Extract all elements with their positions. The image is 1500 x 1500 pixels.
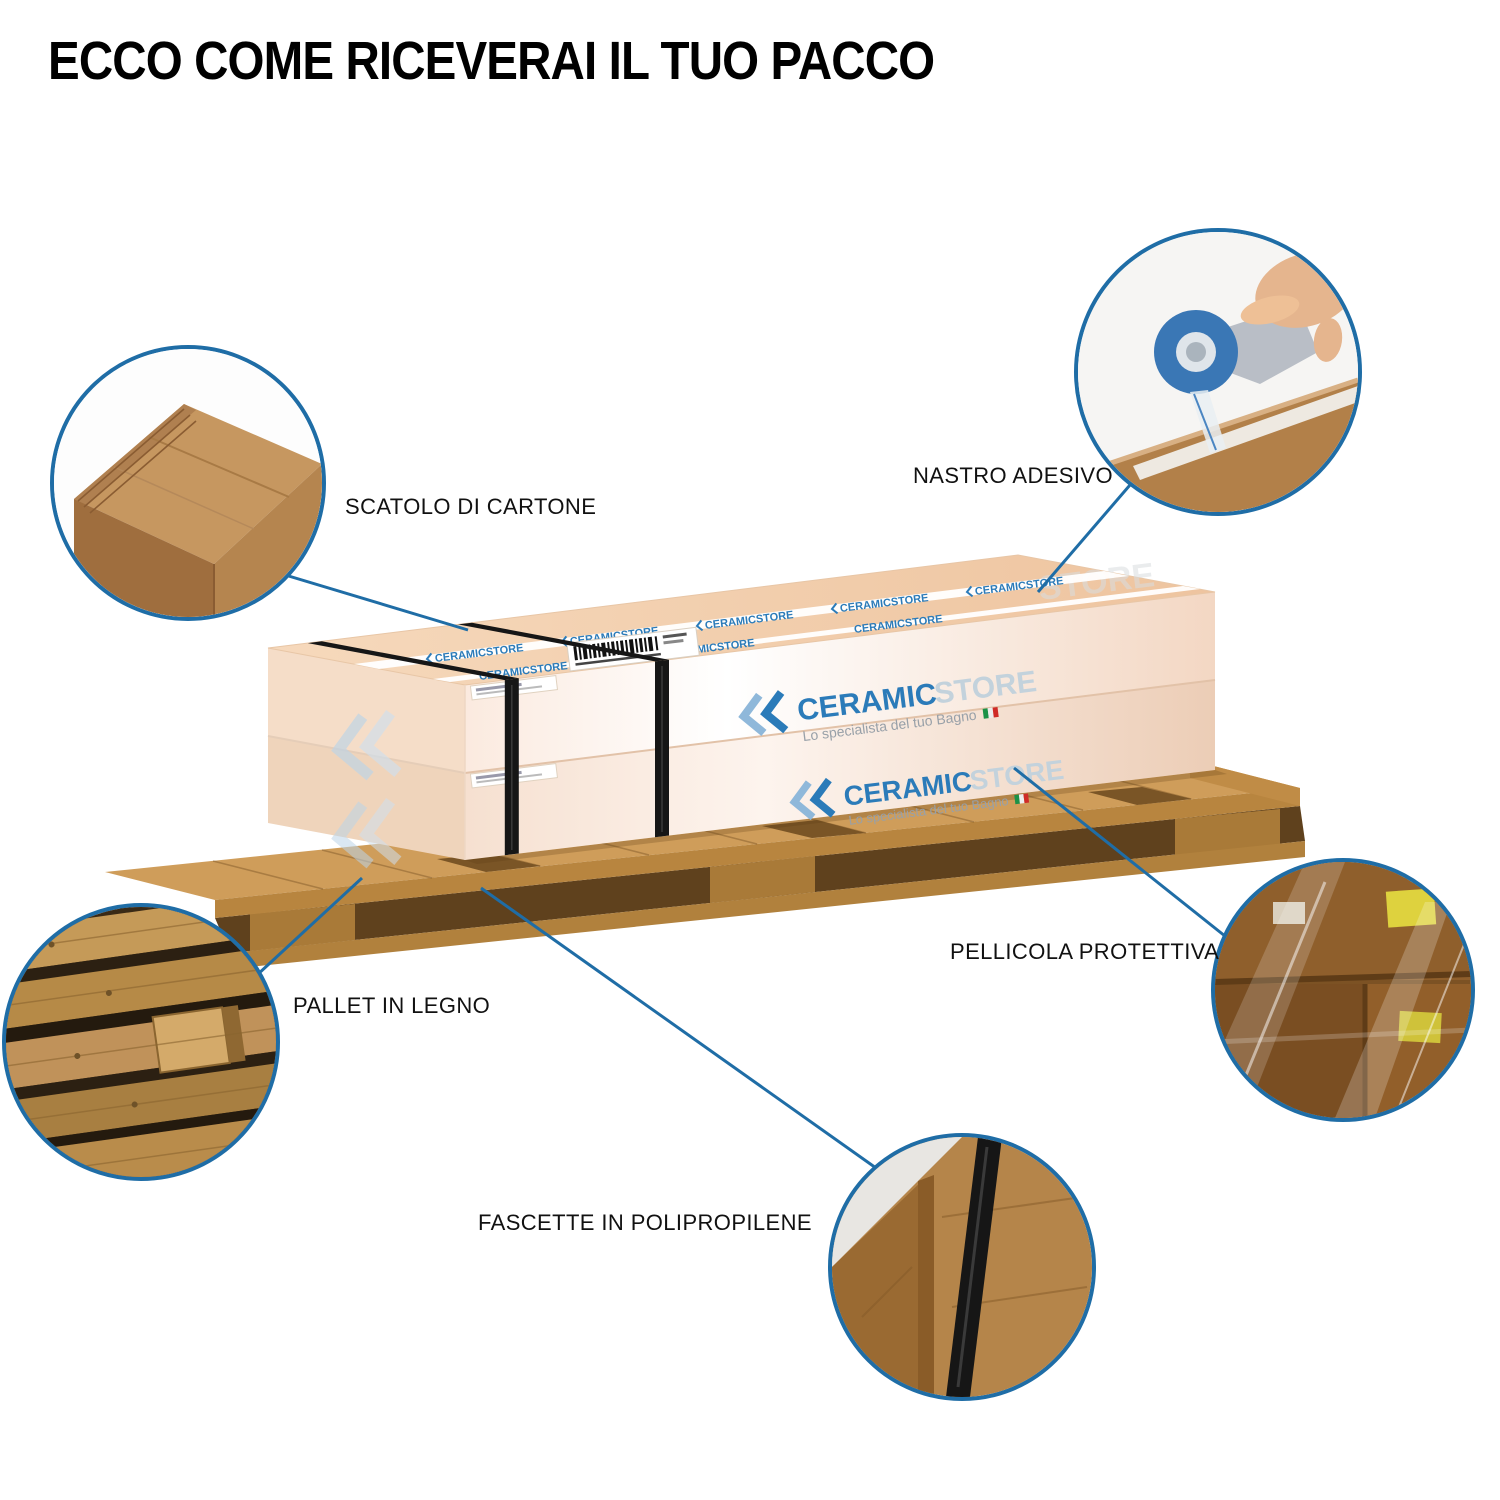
label-cardboard-box: SCATOLO DI CARTONE [345,494,597,519]
pallet-slot [762,820,866,838]
box-seam-front [464,679,1216,774]
label-wooden-pallet: PALLET IN LEGNO [293,993,491,1018]
straps [307,622,669,856]
brand-chevron-icon [760,690,789,734]
box-front-face-lower [465,680,1215,860]
package-illustration: STORE CERAMICSTORE CERAMICSTORE CERAMICS… [105,554,1305,969]
pallet-photo-art [6,907,276,1177]
photo-cardboard-box [50,345,326,621]
box-end-face-upper [268,648,465,773]
label-polypropylene-straps: FASCETTE IN POLIPROPILENE [478,1210,812,1235]
photo-adhesive-tape [1074,228,1362,516]
cardboard-photo-art [54,349,322,617]
ghost-logo-mark [331,797,402,869]
strap-top-b [458,622,669,662]
photo-protective-film [1211,858,1475,1122]
brand-chevron-icon [738,692,767,737]
box-front-face-upper [465,592,1215,773]
strap-photo-art [832,1137,1092,1397]
photo-wooden-pallet [2,903,280,1181]
label-adhesive-tape: NASTRO ADESIVO [913,463,1113,488]
brand-chevron-icon [789,780,816,821]
tape-chevron-icon [695,619,704,632]
photo-strap [828,1133,1096,1401]
tape-chevron-icon [830,602,839,615]
tape-strip-mid [354,571,1129,669]
tape-photo-art [1078,232,1358,512]
brand-chevron-icon [809,777,836,818]
strap-top-a [307,641,519,681]
ghost-logo-mark [331,709,402,781]
tape-chevron-icon [965,585,974,598]
film-photo-art [1215,862,1471,1118]
box-end-face-lower [268,736,465,860]
label-protective-film: PELLICOLA PROTETTIVA [950,939,1220,964]
page-title: ECCO COME RICEVERAI IL TUO PACCO [48,31,935,91]
shipping-label [566,626,700,672]
box-seam-end [267,735,466,774]
flag-italy-icon [982,708,989,719]
